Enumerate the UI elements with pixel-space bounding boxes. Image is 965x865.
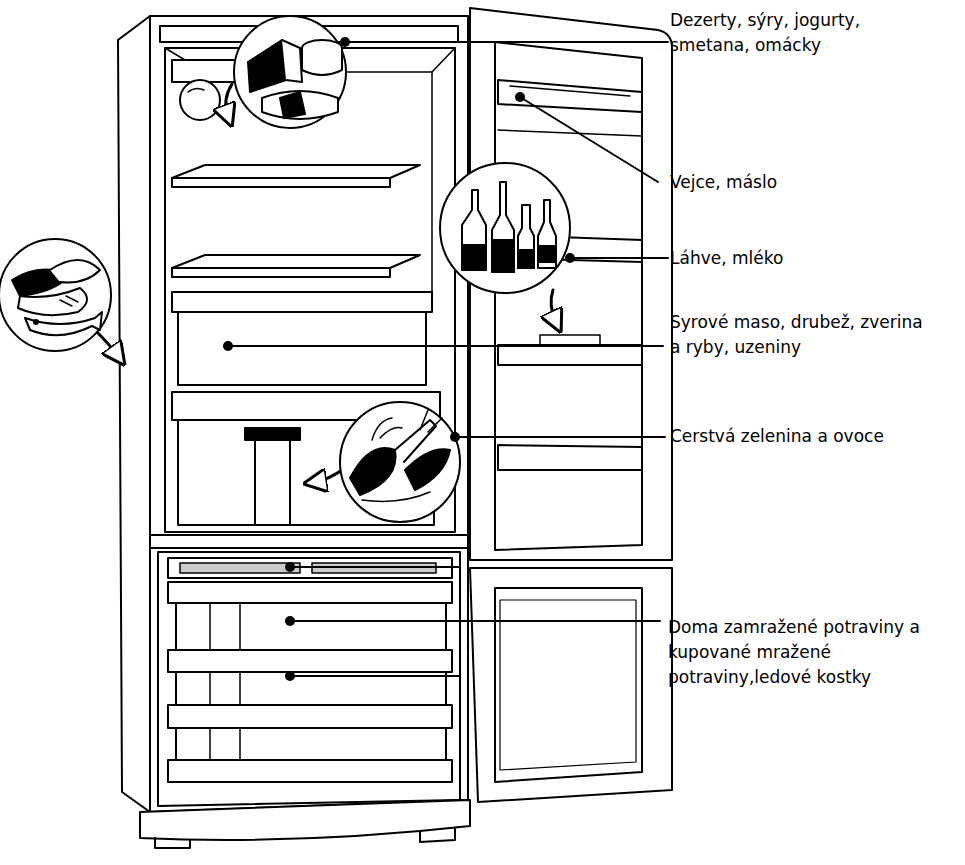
callout-label: Doma zamražené potraviny a kupované mraž… [668, 615, 963, 690]
callout-label: Dezerty, sýry, jogurty, smetana, omácky [670, 8, 932, 58]
callout-label: Syrové maso, drubež, zverina a ryby, uze… [670, 310, 932, 360]
callout-label: Láhve, mléko [670, 246, 950, 271]
callout-label: Cerstvá zelenina a ovoce [670, 424, 960, 449]
callout-label: Vejce, máslo [670, 170, 950, 195]
